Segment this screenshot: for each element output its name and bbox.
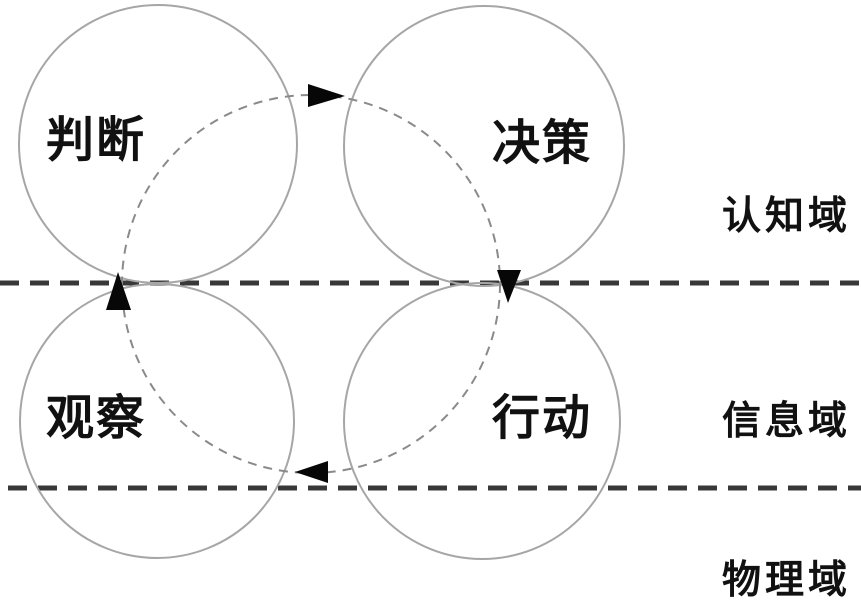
node-label-observe: 观察: [46, 392, 147, 445]
node-circle-orient: [18, 4, 298, 284]
node-label-orient: 判断: [46, 114, 147, 167]
node-circle-decide: [343, 5, 625, 287]
node-circle-observe: [19, 283, 295, 559]
node-label-act: 行动: [492, 392, 593, 445]
loop-arrow-left-icon: [295, 461, 328, 483]
loop-arrow-right-icon: [308, 84, 345, 107]
domain-label-cognitive: 认知域: [722, 195, 852, 238]
loop-arrow-up-icon: [106, 272, 131, 310]
loop-arrow-down-icon: [497, 270, 521, 303]
node-label-decide: 决策: [492, 117, 593, 170]
node-circle-act: [343, 282, 621, 560]
domain-label-physical: 物理域: [722, 559, 852, 602]
domain-label-information: 信息域: [722, 400, 852, 443]
